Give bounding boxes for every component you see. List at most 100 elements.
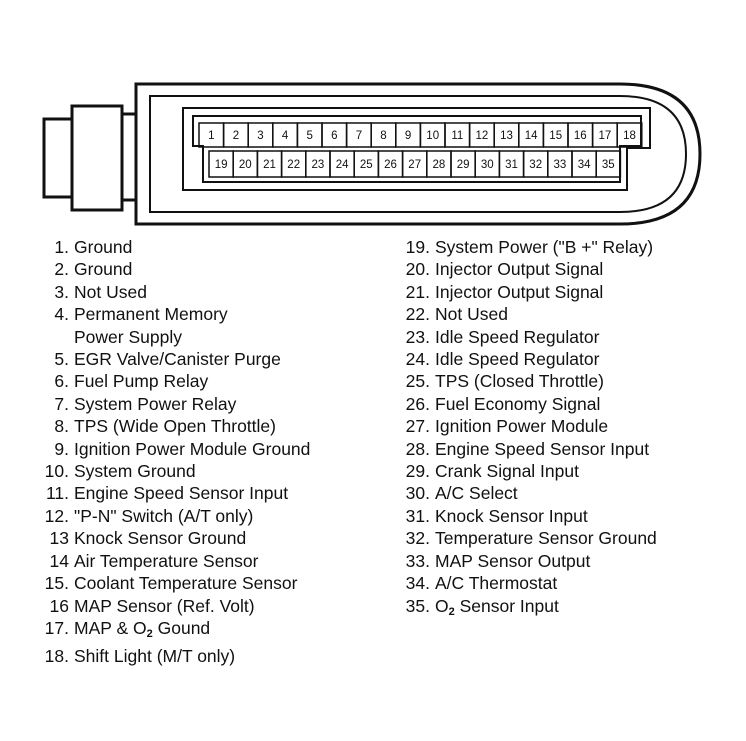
legend-description: Injector Output Signal [430,281,603,303]
legend-number: 23. [405,326,430,347]
legend-text: TPS (Closed Throttle) [435,371,604,392]
legend-description: Knock Sensor Input [430,505,588,527]
pin-label: 12 [476,130,489,142]
pin-label: 35 [602,159,615,171]
legend-text: Knock Sensor Input [435,505,588,526]
legend-number: 30. [405,483,430,504]
legend-item: Power Supply [22,326,382,348]
pin-label: 3 [257,130,263,142]
legend-text: Not Used [435,304,508,325]
legend-number: 2. [54,259,69,280]
legend-number: 27. [405,416,430,437]
legend-description: "P-N" Switch (A/T only) [69,505,253,527]
pin-label: 13 [500,130,513,142]
pin-label: 29 [457,159,470,171]
pin-label: 19 [215,159,228,171]
pin-label: 2 [233,130,239,142]
legend-number: 19. [405,237,430,257]
legend-number: 25. [405,371,430,392]
legend-number: 21. [405,281,430,302]
legend-text: Injector Output Signal [435,259,604,280]
legend-item: 22.Not Used [386,303,736,325]
legend-number: 29. [405,461,430,482]
legend-description: System Ground [69,460,196,482]
legend-item: 10.System Ground [22,460,382,482]
pin-label: 34 [578,159,591,171]
pin-label: 7 [356,130,362,142]
pin-label: 6 [331,130,337,142]
legend-description: Engine Speed Sensor Input [430,438,649,460]
legend-item: 32.Temperature Sensor Ground [386,527,736,549]
legend-number: 32. [405,528,430,549]
legend-description: A/C Thermostat [430,572,557,594]
legend-description: MAP Sensor Output [430,550,590,572]
legend-number: 22. [405,304,430,325]
legend-description: Crank Signal Input [430,460,579,482]
pin-label: 20 [239,159,252,171]
pin-label: 5 [306,130,312,142]
legend-item: 25.TPS (Closed Throttle) [386,370,736,392]
legend-item: 1.Ground [22,236,382,258]
legend-number: 20. [405,259,430,280]
legend-description: Injector Output Signal [430,258,603,280]
legend-description: Temperature Sensor Ground [430,527,657,549]
legend-description: Coolant Temperature Sensor [69,572,297,594]
pin-label: 31 [505,159,518,171]
legend-text: Idle Speed Regulator [435,326,600,347]
legend-number: 16 [49,595,69,616]
pin-label: 32 [529,159,542,171]
pin-legend-right: 19.System Power ("B +" Relay)20.Injector… [386,236,736,623]
legend-text: Ignition Power Module [435,416,609,437]
legend-description: System Power ("B +" Relay) [430,236,653,258]
legend-text: Coolant Temperature Sensor [74,573,298,594]
legend-text: Ground [74,237,133,257]
pin-label: 18 [623,130,636,142]
legend-text: Idle Speed Regulator [435,349,600,370]
legend-item: 6.Fuel Pump Relay [22,370,382,392]
legend-description: Permanent Memory [69,303,228,325]
legend-description: A/C Select [430,482,518,504]
legend-subscript: 2 [146,627,153,640]
legend-description: Power Supply [69,326,182,348]
legend-description: Fuel Economy Signal [430,393,600,415]
legend-number: 28. [405,438,430,459]
legend-item: 35.O2 Sensor Input [386,595,736,623]
legend-item: 17.MAP & O2 Gound [22,617,382,645]
legend-description: TPS (Closed Throttle) [430,370,604,392]
legend-item: 9.Ignition Power Module Ground [22,438,382,460]
legend-item: 2.Ground [22,258,382,280]
legend-text: System Power Relay [74,393,237,414]
legend-number: 34. [405,573,430,594]
legend-description: Idle Speed Regulator [430,326,599,348]
legend-text: System Ground [74,461,196,482]
pin-label: 17 [599,130,612,142]
connector-plug-collar [70,104,124,212]
legend-text: System Power ("B +" Relay) [435,237,654,257]
legend-description: Engine Speed Sensor Input [69,482,288,504]
pin-label: 8 [380,130,386,142]
legend-item: 20.Injector Output Signal [386,258,736,280]
connector-body-inner [149,95,688,213]
legend-description: Not Used [430,303,508,325]
pin-label: 33 [554,159,567,171]
connector-cavity [182,107,651,191]
legend-description: Air Temperature Sensor [69,550,259,572]
pin-label: 9 [405,130,411,142]
connector-body-outer [134,82,702,226]
pin-frame [192,115,642,183]
legend-number: 17. [44,617,69,638]
legend-description: Ground [69,258,132,280]
legend-number: 5. [54,349,69,370]
legend-number: 12. [44,505,69,526]
legend-text: Engine Speed Sensor Input [74,483,289,504]
legend-item: 30.A/C Select [386,482,736,504]
legend-text: TPS (Wide Open Throttle) [74,416,276,437]
legend-subscript: 2 [448,605,455,618]
legend-text: Shift Light (M/T only) [74,646,236,667]
legend-number: 7. [54,393,69,414]
legend-description: EGR Valve/Canister Purge [69,348,281,370]
legend-text: Air Temperature Sensor [74,550,259,571]
pin-label: 22 [287,159,300,171]
